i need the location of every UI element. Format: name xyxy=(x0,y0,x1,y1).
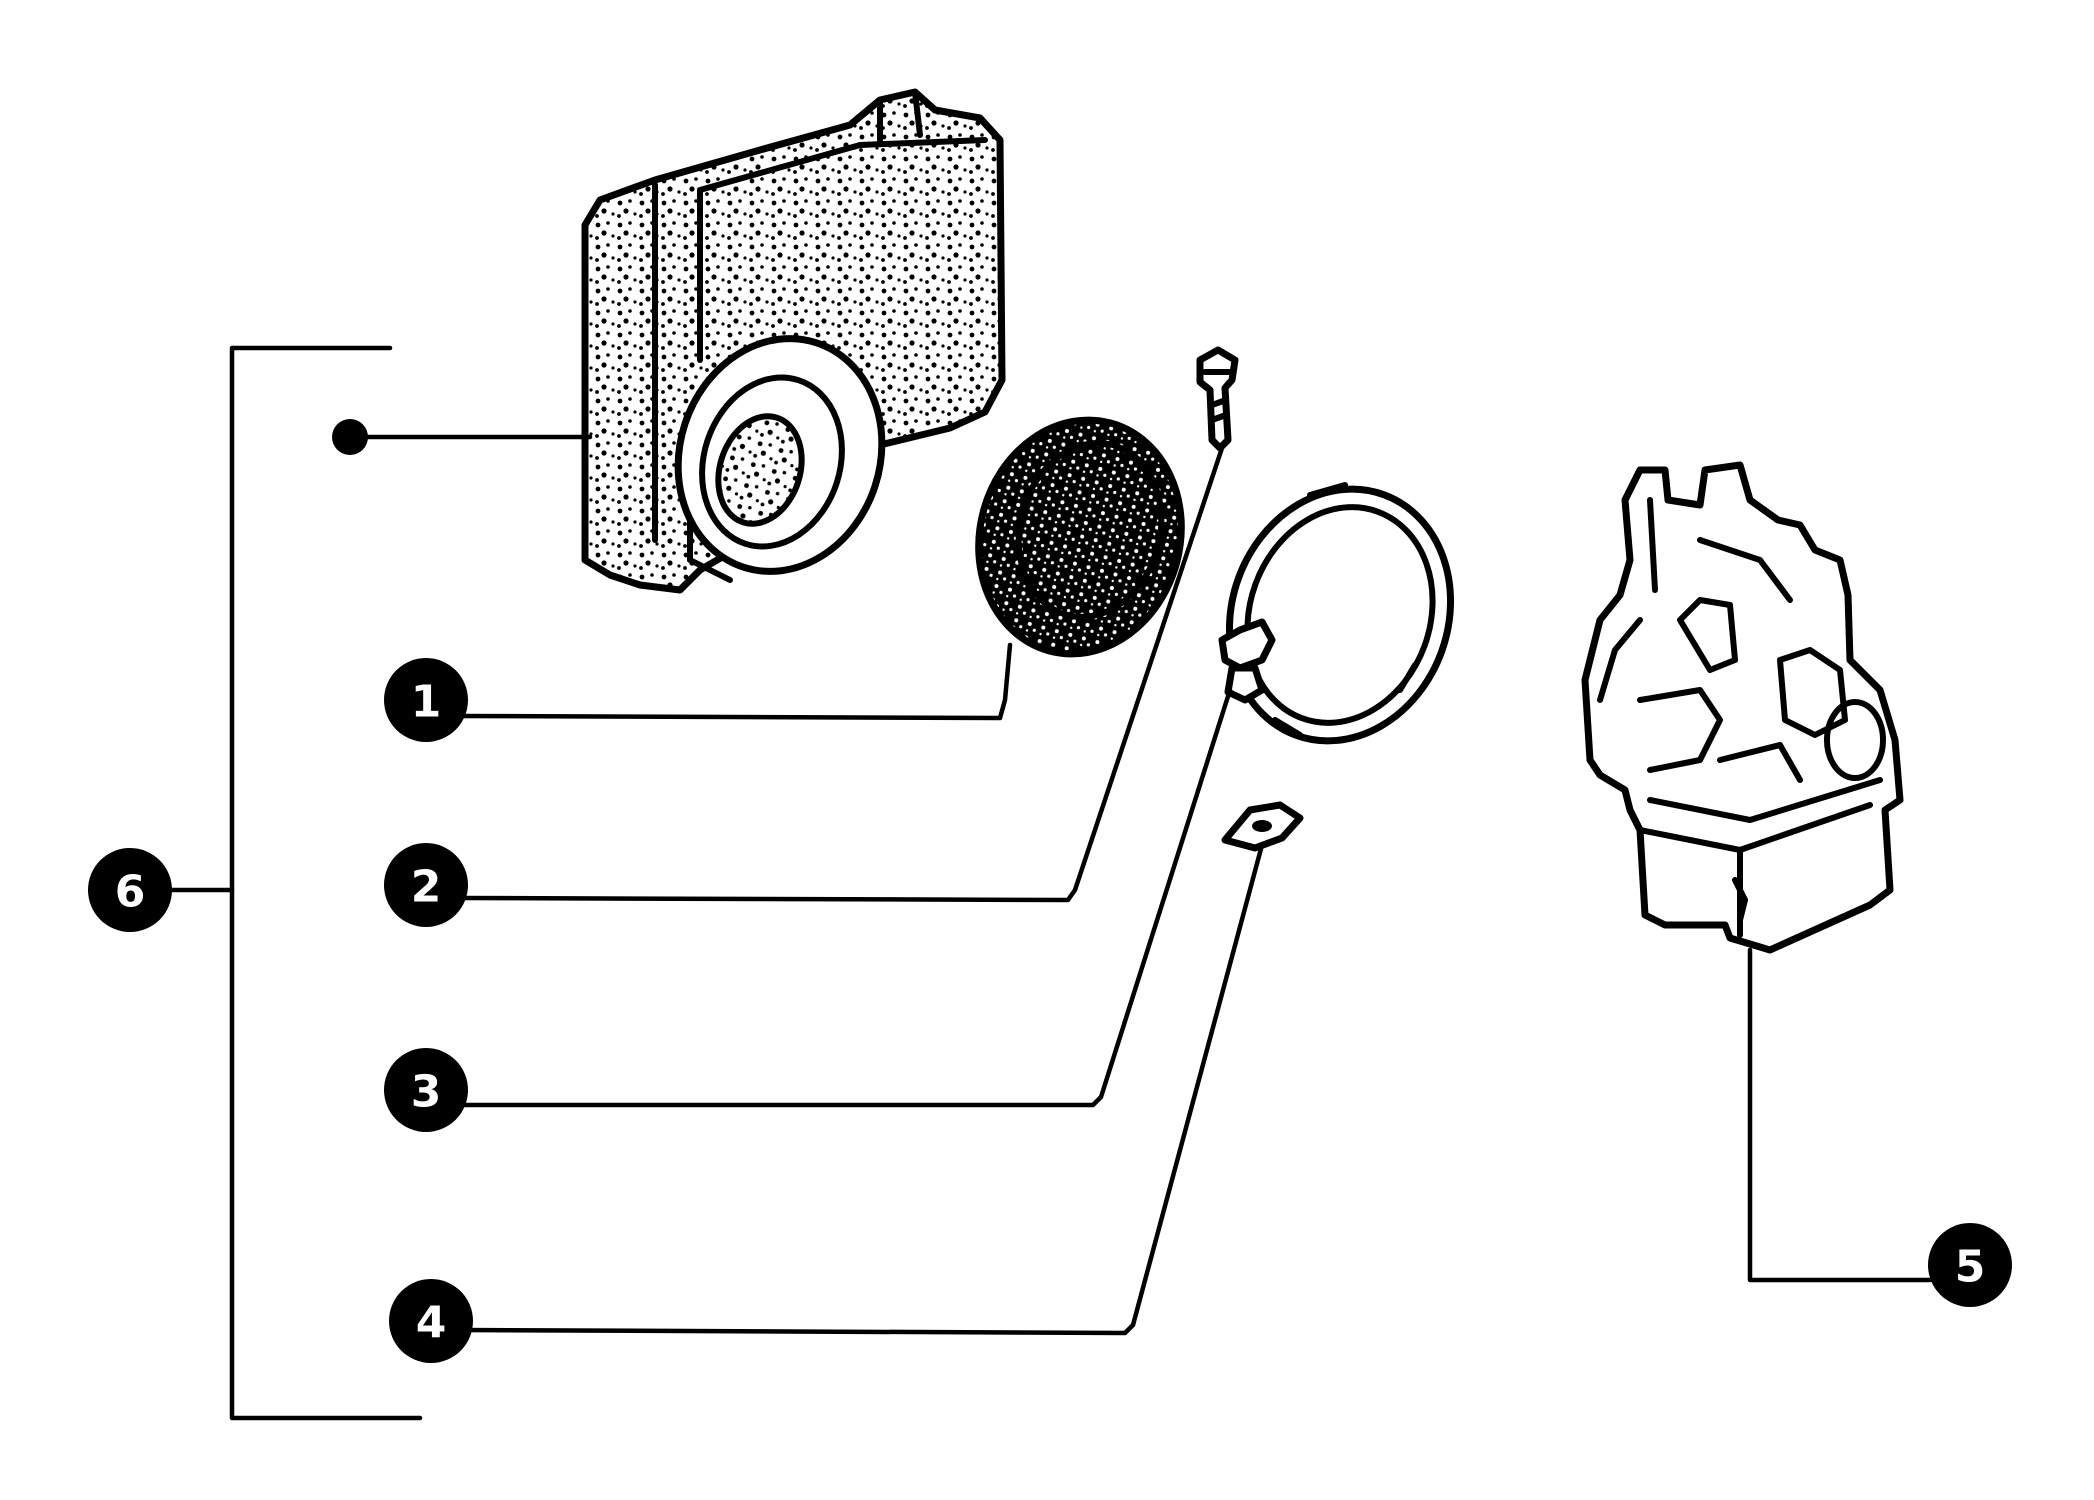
callout-3: 3 xyxy=(384,1048,468,1132)
leader-lines xyxy=(169,345,1933,1421)
callout-1: 1 xyxy=(384,658,468,742)
svg-text:6: 6 xyxy=(115,867,146,918)
carburetor xyxy=(1581,461,1904,954)
callout-6: 6 xyxy=(88,848,172,932)
housing-pointer-dot xyxy=(332,419,368,455)
callout-4: 4 xyxy=(389,1279,473,1363)
housing-leader xyxy=(332,419,593,455)
svg-text:5: 5 xyxy=(1955,1242,1986,1293)
filter-element xyxy=(975,416,1185,658)
air-filter-housing xyxy=(581,88,1006,594)
screw xyxy=(1196,346,1239,452)
svg-text:2: 2 xyxy=(411,862,442,913)
callout-2: 2 xyxy=(384,843,468,927)
svg-text:1: 1 xyxy=(411,677,442,728)
callout-5: 5 xyxy=(1928,1223,2012,1307)
washer xyxy=(1221,801,1304,852)
svg-text:4: 4 xyxy=(416,1298,447,1349)
svg-text:3: 3 xyxy=(411,1067,442,1118)
hose-clamp xyxy=(1218,482,1455,745)
